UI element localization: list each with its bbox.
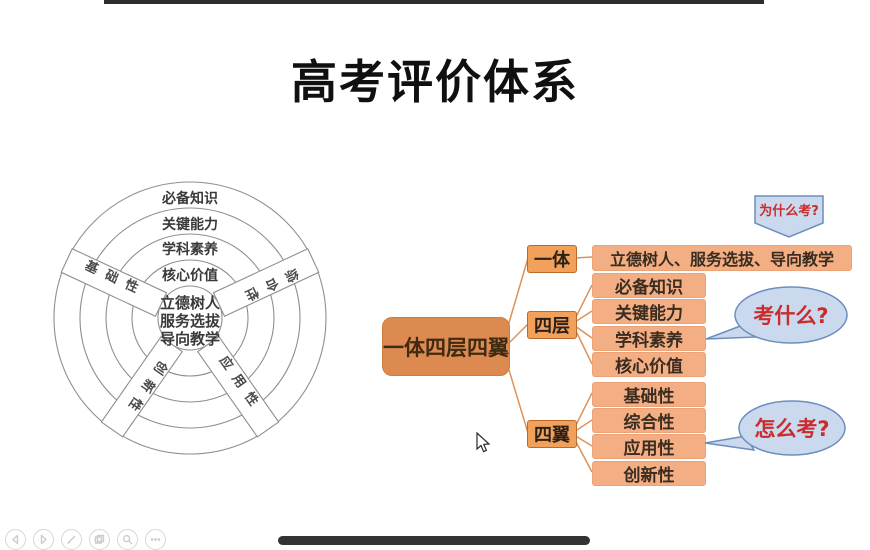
window-top-edge [104,0,764,4]
magnifier-icon [122,534,133,545]
zoom-slide-button[interactable] [117,529,138,550]
next-icon [40,534,47,545]
core-line-3: 导向教学 [160,330,220,348]
wing-band-basic [60,248,168,317]
pen-tool-button[interactable] [61,529,82,550]
diagram-ring-outer [53,181,327,455]
branch-four-layers: 四层 [527,311,577,339]
slideshow-controls [5,529,166,550]
ring-label-values: 核心价值 [162,267,218,284]
more-options-button[interactable] [145,529,166,550]
leaf-ability: 关键能力 [592,299,706,324]
leaf-innovative: 创新性 [592,461,706,486]
wing-band-applied [196,335,280,438]
tree-root-node: 一体四层四翼 [382,317,510,376]
what-test-label: 考什么? [753,304,828,328]
how-test-label: 怎么考? [754,417,829,441]
mouse-cursor [476,432,491,453]
leaf-comprehensive: 综合性 [592,408,706,433]
ring-label-literacy: 学科素养 [162,241,219,258]
circle-diagram: 基础性 综合性 创新性 应用性 必备知识 关键能力 学科素养 核心价值 立德树人… [53,181,327,455]
next-slide-button[interactable] [33,529,54,550]
how-test-bubble: 怎么考? [704,400,846,456]
diagram-ring-center [157,285,223,351]
leaf-basic: 基础性 [592,382,706,407]
branch-four-wings: 四翼 [527,420,577,448]
previous-slide-button[interactable] [5,529,26,550]
why-test-bubble: 为什么考? [754,195,824,238]
pen-icon [67,535,76,544]
core-line-2: 服务选拔 [160,312,221,330]
wing-band-comprehensive [212,248,320,317]
what-test-bubble: 考什么? [705,286,848,344]
slides-icon [94,534,105,544]
diagram-ring-4 [79,207,301,429]
diagram-ring-3 [105,233,275,403]
slide-title: 高考评价体系 [291,55,579,109]
core-line-1: 立德树人 [160,294,221,312]
previous-icon [12,534,19,545]
taskbar-indicator [278,536,590,545]
see-all-slides-button[interactable] [89,529,110,550]
branch-one-body: 一体 [527,245,577,273]
leaf-values: 核心价值 [592,352,706,377]
ring-label-knowledge: 必备知识 [161,190,218,207]
leaf-knowledge: 必备知识 [592,273,706,298]
wing-band-innovative [100,335,184,438]
ring-label-ability: 关键能力 [162,216,218,233]
leaf-core-functions: 立德树人、服务选拔、导向教学 [592,245,852,271]
diagram-ring-2 [131,259,249,377]
leaf-literacy: 学科素养 [592,326,706,351]
leaf-applied: 应用性 [592,434,706,459]
why-test-label: 为什么考? [759,203,819,219]
ellipsis-icon [150,538,161,541]
